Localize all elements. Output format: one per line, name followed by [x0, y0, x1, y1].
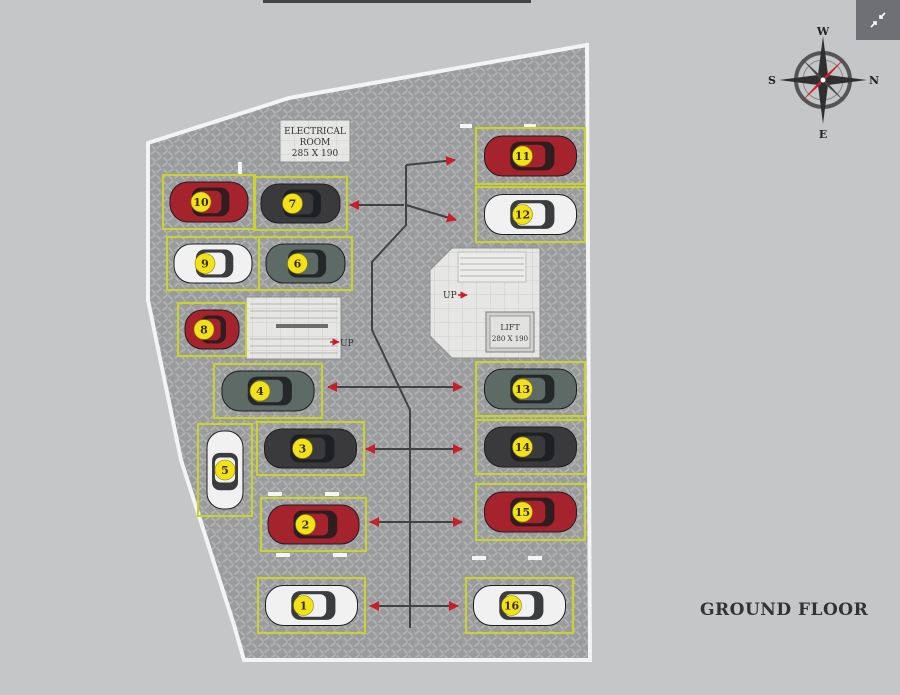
floor-plate [146, 42, 593, 662]
driveway-branch-12 [405, 204, 457, 223]
slot-outline [475, 186, 586, 243]
slot-outline [213, 363, 323, 419]
parking-slot-2: 2 [260, 497, 367, 552]
parking-slot-15: 15 [475, 483, 586, 541]
slot-outline [475, 483, 586, 541]
slot-number-13: 13 [512, 378, 533, 400]
compass-n: N [869, 74, 879, 87]
collapse-view-button[interactable] [856, 0, 900, 40]
slot-number-15: 15 [512, 501, 533, 523]
slot-number-label: 1 [300, 600, 308, 613]
slot-number-label: 9 [201, 258, 209, 271]
slot-outline [256, 421, 365, 476]
collapse-arrows-icon [870, 12, 886, 28]
slot-outline [162, 174, 256, 230]
slot-number-label: 7 [289, 198, 297, 211]
slot-number-1: 1 [293, 595, 314, 616]
slot-outline [475, 127, 586, 185]
parking-slot-6: 6 [258, 236, 353, 291]
slot-outline [475, 419, 586, 475]
parking-slot-16: 16 [465, 577, 574, 634]
parking-slot-11: 11 [475, 127, 586, 185]
parking-slot-10: 10 [162, 174, 256, 230]
lift-label: LIFT [500, 323, 520, 332]
slot-number-4: 4 [249, 380, 271, 402]
slot-number-7: 7 [282, 193, 303, 214]
slot-number-label: 3 [299, 443, 307, 456]
stair-up-label-left: UP [340, 339, 354, 349]
driveway-branch-upper [405, 155, 456, 166]
compass-s: S [768, 74, 776, 87]
parking-slot-8: 8 [177, 302, 247, 357]
parking-slot-1: 1 [257, 577, 366, 634]
compass-w: W [816, 25, 830, 38]
slot-outline [166, 236, 260, 291]
electrical-room-label: ELECTRICAL [284, 127, 346, 137]
compass-e: E [819, 128, 827, 141]
slot-number-label: 2 [302, 519, 310, 532]
floor-markings [238, 124, 542, 560]
parking-slot-7: 7 [253, 176, 348, 231]
slot-number-5: 5 [214, 459, 236, 481]
stair-up-label-right: UP [443, 291, 457, 301]
slot-number-3: 3 [292, 438, 313, 459]
parking-slot-3: 3 [256, 421, 365, 476]
parking-slot-12: 12 [475, 186, 586, 243]
top-edge-bar [263, 0, 531, 3]
lift: LIFT 280 X 190 [485, 311, 535, 353]
slot-outline [197, 423, 253, 517]
slot-number-8: 8 [193, 319, 215, 340]
electrical-room: ELECTRICAL ROOM 285 X 190 [279, 119, 351, 163]
slot-number-label: 13 [515, 383, 530, 396]
slot-number-label: 11 [515, 150, 530, 163]
lift-size: 280 X 190 [492, 335, 528, 343]
slot-number-label: 6 [294, 258, 302, 271]
slot-number-16: 16 [501, 595, 522, 616]
parking-slot-4: 4 [213, 363, 323, 419]
slot-outline [465, 577, 574, 634]
left-staircase: UP [245, 296, 354, 360]
slot-number-6: 6 [287, 253, 308, 274]
parking-slot-9: 9 [166, 236, 260, 291]
slot-number-12: 12 [512, 204, 533, 225]
slot-number-label: 4 [256, 385, 264, 398]
slot-number-label: 8 [200, 324, 208, 337]
parking-slot-5: 5 [197, 423, 253, 517]
electrical-room-size: 285 X 190 [292, 149, 339, 159]
slot-number-9: 9 [194, 253, 216, 274]
slot-outline [177, 302, 247, 357]
slot-number-label: 16 [504, 600, 520, 613]
slot-outline [475, 361, 586, 417]
slot-number-2: 2 [295, 514, 316, 535]
parking-slot-13: 13 [475, 361, 586, 417]
slot-number-11: 11 [512, 145, 533, 167]
slot-number-label: 14 [515, 441, 531, 454]
slot-outline [257, 577, 366, 634]
slot-number-label: 5 [221, 464, 229, 477]
slot-number-label: 10 [193, 196, 209, 209]
floor-title: GROUND FLOOR [700, 600, 869, 620]
slot-access-arrows [327, 200, 463, 611]
parking-slot-14: 14 [475, 419, 586, 475]
slot-number-14: 14 [512, 436, 533, 458]
slot-number-label: 12 [515, 209, 530, 222]
electrical-room-label-2: ROOM [300, 138, 331, 148]
slot-number-label: 15 [515, 506, 530, 519]
compass-rose: W E S N [768, 25, 879, 141]
slot-number-10: 10 [190, 191, 212, 213]
slot-outline [260, 497, 367, 552]
